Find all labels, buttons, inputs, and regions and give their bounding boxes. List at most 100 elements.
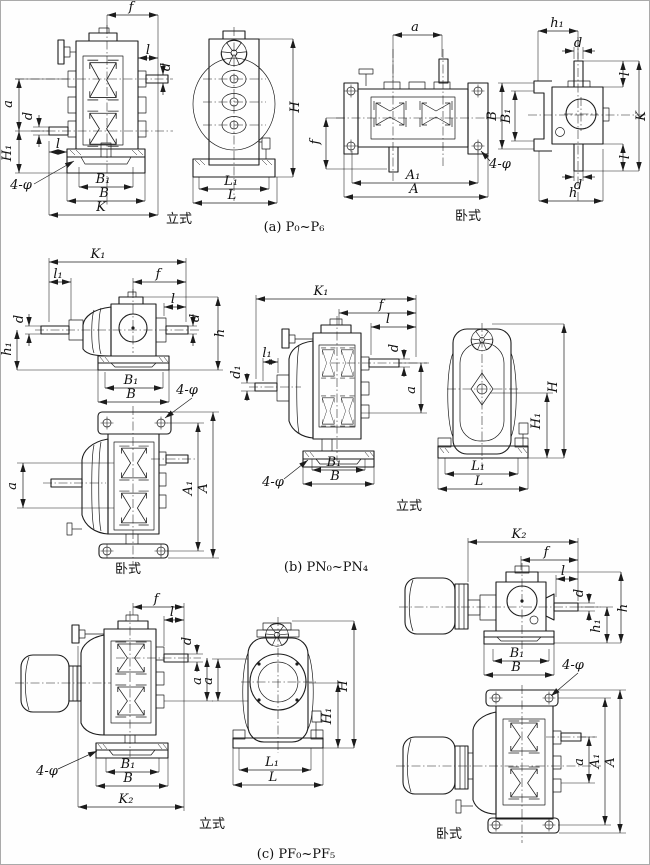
dim-label-L1: L₁: [470, 459, 485, 474]
dim-label-A1: A₁: [588, 754, 603, 770]
dim-label-A1: A₁: [181, 481, 196, 497]
dim-label-a: a: [404, 386, 419, 394]
dim-label-h: h: [213, 329, 228, 337]
view-label-horizontal: 卧式: [455, 209, 481, 224]
dim-label-d: d: [574, 36, 582, 51]
view-a-horizontal-top: a f A₁ A 4-φ: [308, 20, 512, 200]
dim-label-d: d: [21, 112, 36, 120]
section-c: f l d a B₁ B K₂ 4-φ a H H₁ L₁ L: [15, 527, 631, 862]
dim-label-a: a: [572, 758, 587, 766]
dim-label-h1: h₁: [550, 16, 564, 31]
dim-label-l: l: [561, 564, 565, 579]
dim-label-h: h: [616, 604, 631, 612]
dim-label-K: K: [95, 200, 107, 215]
section-b-caption: (b) PN₀~PN₄: [284, 560, 368, 575]
view-b-vertical: K₁ f l l₁ d₁ d a B₁ B 4-φ: [229, 284, 429, 490]
dim-label-B1: B₁: [499, 109, 514, 125]
view-a-vertical-side: H L₁ L: [192, 27, 303, 206]
section-c-caption: (c) PF₀~PF₅: [257, 847, 335, 862]
dim-label-B1: B₁: [509, 646, 525, 661]
dim-label-f: f: [378, 298, 386, 313]
section-a: f l d a d H₁ l 4-φ B₁ B K H L₁ L: [1, 1, 649, 235]
dim-label-A1: A₁: [405, 168, 421, 183]
dim-label-H1: H₁: [320, 708, 335, 726]
dim-label-l: l: [56, 137, 60, 152]
dim-label-L: L: [227, 188, 237, 203]
dim-label-l: l: [618, 155, 633, 159]
dim-label-d: d: [159, 63, 174, 71]
view-c-vertical: f l d a B₁ B K₂ 4-φ: [15, 592, 213, 811]
dim-label-bolt: 4-φ: [9, 178, 33, 193]
dim-label-bolt: 4-φ: [35, 764, 59, 779]
dim-label-A: A: [196, 483, 211, 493]
dim-label-l1: l₁: [53, 267, 62, 282]
dim-label-a: a: [190, 677, 205, 685]
dim-label-bolt: 4-φ: [488, 157, 512, 172]
dim-label-K: K: [634, 110, 649, 122]
dim-label-L1: L₁: [264, 755, 279, 770]
section-b: K₁ l₁ f l d d h₁ h B₁ B 4-φ a A₁ A: [1, 247, 567, 577]
dim-label-A: A: [603, 757, 618, 767]
dim-label-L: L: [474, 474, 484, 489]
dim-label-h1: h₁: [1, 342, 15, 356]
view-b-front: K₁ l₁ f l d d h₁ h B₁ B 4-φ: [1, 247, 228, 419]
dim-label-f: f: [153, 592, 161, 607]
dim-label-d: d: [12, 315, 27, 323]
dim-label-a: a: [411, 20, 419, 35]
dim-label-f: f: [543, 545, 551, 560]
dim-label-B: B: [122, 771, 133, 786]
dim-label-B: B: [485, 111, 500, 122]
dim-label-bolt: 4-φ: [261, 475, 285, 490]
dim-label-d: d: [387, 344, 402, 352]
dim-label-d: d: [180, 637, 195, 645]
dim-label-f: f: [308, 137, 323, 145]
dim-label-H: H: [546, 381, 561, 394]
view-label-vertical: 立式: [166, 212, 192, 227]
view-label-vertical: 立式: [199, 817, 225, 832]
dim-label-B: B: [329, 469, 340, 484]
dim-label-bolt: 4-φ: [175, 383, 199, 398]
dim-label-l1: l₁: [262, 346, 271, 361]
dim-label-l: l: [386, 312, 390, 327]
dim-label-K1: K₁: [313, 284, 329, 299]
dim-label-B: B: [98, 186, 109, 201]
dim-label-B: B: [125, 387, 136, 402]
dim-label-K2: K₂: [511, 527, 527, 542]
dim-label-B1: B₁: [95, 172, 111, 187]
section-a-caption: (a) P₀~P₆: [264, 220, 325, 235]
dim-label-d: d: [574, 178, 582, 193]
dim-label-d1: d₁: [229, 365, 244, 379]
dim-label-a: a: [5, 482, 20, 490]
dim-label-a: a: [201, 677, 216, 685]
dim-label-a: a: [1, 100, 16, 108]
view-b-horizontal: a A₁ A: [5, 406, 219, 565]
view-label-horizontal: 卧式: [436, 827, 462, 842]
dim-label-K1: K₁: [90, 247, 106, 262]
dim-label-H: H: [336, 680, 351, 693]
dim-label-L1: L₁: [223, 174, 238, 189]
dim-label-l: l: [170, 605, 174, 620]
view-c-horizontal-front: K₂ f l d h h₁ B₁ B 4-φ: [399, 527, 631, 697]
view-a-horizontal-side: h₁ d l B B₁ K l d h: [485, 16, 649, 204]
dim-label-H: H: [288, 101, 303, 114]
view-b-side: H H₁ L₁ L: [437, 323, 567, 492]
dim-label-H1: H₁: [1, 145, 15, 163]
dim-label-f: f: [155, 267, 163, 282]
view-c-horizontal-top: a A₁ A: [396, 685, 626, 843]
view-a-vertical-front: f l d a d H₁ l 4-φ B₁ B K: [1, 1, 174, 218]
dim-label-l: l: [618, 72, 633, 76]
dim-label-bolt: 4-φ: [561, 658, 585, 673]
dim-label-B1: B₁: [326, 455, 342, 470]
dim-label-B1: B₁: [123, 373, 139, 388]
dim-label-K2: K₂: [118, 792, 134, 807]
dim-label-l: l: [171, 292, 175, 307]
dim-label-A: A: [408, 182, 418, 197]
dim-label-H1: H₁: [529, 413, 544, 431]
dim-label-B1: B₁: [120, 757, 136, 772]
view-c-side: a H H₁ L₁ L: [201, 617, 357, 788]
dim-label-h1: h₁: [589, 619, 604, 633]
view-label-vertical: 立式: [396, 499, 422, 514]
dim-label-L: L: [268, 770, 278, 785]
